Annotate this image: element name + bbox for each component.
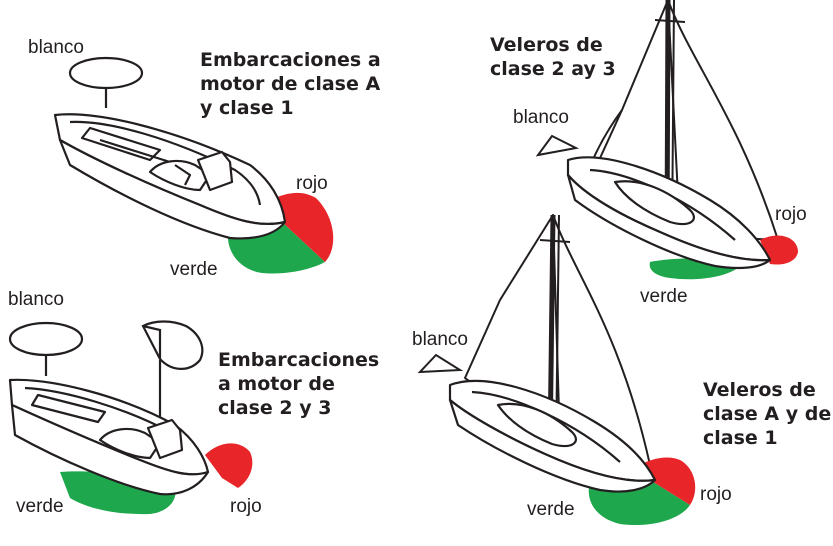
title-line: clase 1 [703, 427, 778, 449]
title-line: clase 2 y 3 [218, 397, 332, 419]
white-light-sector [535, 134, 580, 157]
title-line: a motor de [218, 373, 335, 395]
motor-boat-a1 [53, 56, 334, 274]
green-light-label: verde [170, 259, 218, 280]
title-line: clase A y de [703, 403, 832, 425]
title-line: Veleros de [703, 379, 816, 401]
title-line: Embarcaciones [218, 349, 380, 371]
sailboat-23 [535, 0, 798, 280]
red-light-label: rojo [230, 496, 262, 517]
white-light-label: blanco [412, 329, 468, 350]
red-light-sector [270, 192, 334, 262]
green-light-label: verde [527, 499, 575, 520]
green-light-label: verde [16, 496, 64, 517]
white-light-sector [417, 353, 464, 374]
motor-23-title: Embarcaciones a motor de clase 2 y 3 [218, 348, 379, 420]
white-light-ring [68, 56, 144, 90]
sail-23-title: Veleros de clase 2 ay 3 [490, 33, 616, 81]
sailboat-a1 [417, 214, 696, 526]
sail-a1-title: Veleros de clase A y de clase 1 [703, 378, 831, 450]
masthead-light-arc [141, 320, 204, 370]
motor-boat-23 [8, 320, 253, 515]
title-line: Veleros de [490, 34, 603, 56]
white-light-label: blanco [513, 107, 569, 128]
white-light-ring [8, 321, 84, 357]
title-line: motor de clase A [200, 73, 381, 95]
red-light-label: rojo [296, 173, 328, 194]
title-line: y clase 1 [200, 97, 294, 119]
motor-a1-title: Embarcaciones a motor de clase A y clase… [200, 48, 381, 120]
title-line: clase 2 ay 3 [490, 58, 616, 80]
red-light-sector [205, 443, 253, 488]
red-light-label: rojo [700, 484, 732, 505]
red-light-label: rojo [775, 204, 807, 225]
white-light-label: blanco [8, 289, 64, 310]
white-light-label: blanco [28, 37, 84, 58]
red-light-sector [638, 457, 696, 505]
green-light-label: verde [640, 286, 688, 307]
title-line: Embarcaciones a [200, 49, 381, 71]
